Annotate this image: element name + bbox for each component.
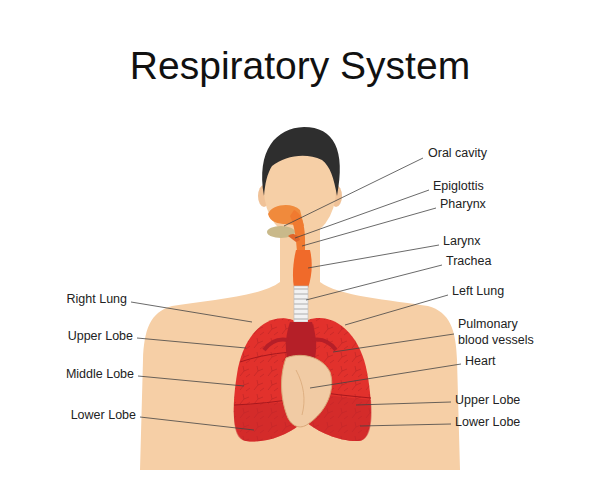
leader-line xyxy=(131,302,252,322)
trachea-shape xyxy=(294,286,308,322)
part-label: Pulmonary blood vessels xyxy=(458,317,542,348)
part-label: Middle Lobe xyxy=(66,367,134,383)
heart-shape xyxy=(282,355,332,427)
leader-line xyxy=(295,190,429,238)
pulmonary-vessels xyxy=(312,339,336,350)
part-label: Trachea xyxy=(446,254,491,270)
part-label: Upper Lobe xyxy=(455,393,520,409)
epiglottis-shape xyxy=(288,234,300,242)
part-label: Larynx xyxy=(443,234,481,250)
leader-line xyxy=(140,417,254,430)
part-label: Left Lung xyxy=(452,284,504,300)
hair xyxy=(262,127,340,196)
part-label: Lower Lobe xyxy=(455,415,520,431)
part-label: Lower Lobe xyxy=(71,408,136,424)
leader-line xyxy=(360,424,451,426)
leader-line xyxy=(137,338,246,348)
larynx-shape xyxy=(293,250,312,288)
leader-line xyxy=(138,376,244,386)
part-label: Right Lung xyxy=(67,292,127,308)
leader-line xyxy=(345,295,448,325)
part-label: Pharynx xyxy=(440,197,486,213)
leader-line xyxy=(302,208,436,246)
part-label: Upper Lobe xyxy=(68,329,133,345)
torso xyxy=(140,222,460,470)
leader-line xyxy=(284,158,423,226)
part-label: Oral cavity xyxy=(428,146,487,162)
leader-line xyxy=(308,245,439,268)
part-label: Heart xyxy=(465,354,496,370)
leader-line xyxy=(310,364,461,388)
part-label: Epiglottis xyxy=(433,179,484,195)
pulmonary-vessels xyxy=(264,339,288,350)
leader-line xyxy=(333,334,454,352)
leader-line xyxy=(356,402,451,405)
heart-detail xyxy=(296,370,304,415)
leader-line xyxy=(306,265,442,300)
leader-lines xyxy=(131,158,461,430)
diagram-title: Respiratory System xyxy=(0,44,600,88)
